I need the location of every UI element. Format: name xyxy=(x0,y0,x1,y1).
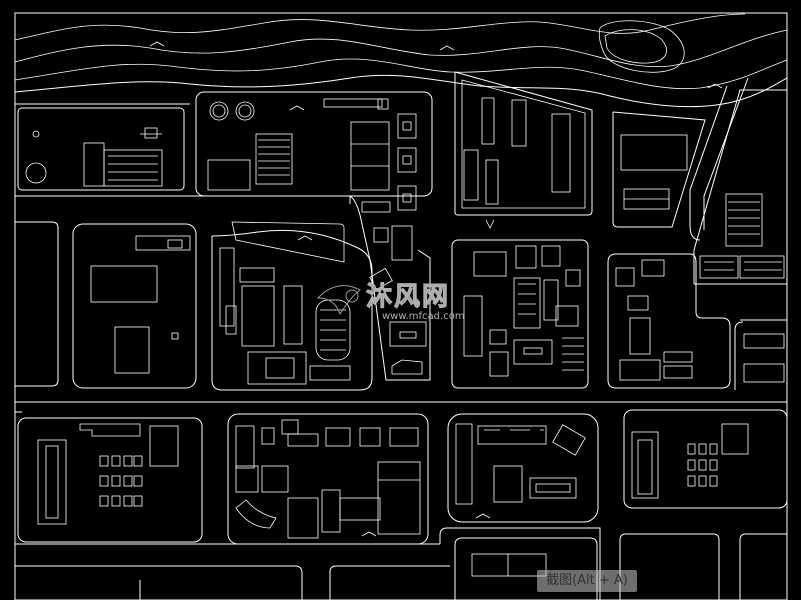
mf-logo-icon xyxy=(316,285,361,316)
road-network xyxy=(15,77,787,600)
block-north-east xyxy=(454,71,593,229)
block-south-central xyxy=(227,413,429,545)
block-top-center xyxy=(195,91,433,211)
block-south-east-far xyxy=(623,409,788,509)
block-bottom-strip xyxy=(471,553,547,577)
block-west xyxy=(72,223,197,389)
block-east-middle xyxy=(607,253,785,389)
block-diagonal-strip xyxy=(349,195,431,381)
river-contours xyxy=(14,13,788,108)
watermark-brand: 沐风网 xyxy=(366,282,450,312)
block-south-east xyxy=(447,413,599,523)
screenshot-shortcut-badge: 截图(Alt + A) xyxy=(537,570,637,592)
block-east-upper xyxy=(612,89,787,285)
block-middle-east xyxy=(451,239,589,389)
block-south-west xyxy=(17,417,203,543)
block-central-campus xyxy=(211,221,373,391)
drawing-frame xyxy=(14,12,788,600)
block-top-left xyxy=(17,107,185,191)
watermark-url: www.mfcad.com xyxy=(382,311,465,322)
